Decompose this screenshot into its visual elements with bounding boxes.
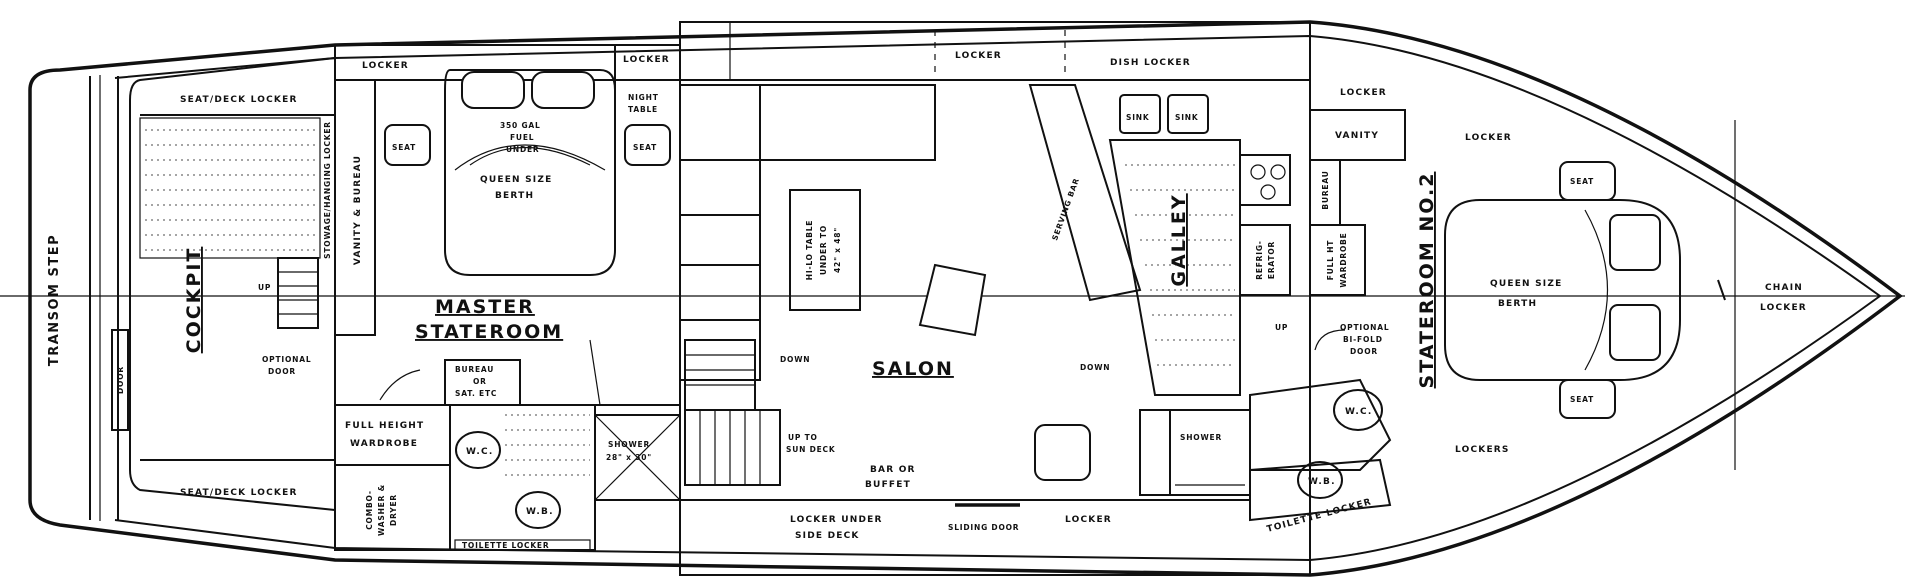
label-full-height-2: WARDROBE [350, 439, 418, 449]
label-combo-3: DRYER [389, 494, 398, 526]
label-full-ht-wardrobe-1: FULL HT [1326, 240, 1335, 280]
label-locker-top: LOCKER [955, 51, 1002, 61]
label-up-fwd: UP [1275, 323, 1288, 332]
label-cockpit: COCKPIT [183, 247, 205, 354]
label-queen-berth-fwd-1: QUEEN SIZE [1490, 279, 1562, 289]
label-full-height-1: FULL HEIGHT [345, 421, 424, 431]
labels: TRANSOM STEP DOOR COCKPIT SEAT/DECK LOCK… [47, 51, 1807, 550]
label-chain-locker-2: LOCKER [1760, 303, 1807, 313]
label-up-to-sundeck-1: UP TO [788, 433, 818, 442]
label-up-cockpit: UP [258, 283, 271, 292]
label-combo-1: COMBO- [365, 490, 374, 530]
label-optional-door-fwd-3: DOOR [1350, 347, 1378, 356]
label-bar-2: BUFFET [865, 480, 911, 490]
label-seat-deck-locker-bottom: SEAT/DECK LOCKER [180, 488, 298, 498]
label-master-stateroom-2: STATEROOM [415, 321, 563, 343]
label-toilette-locker-aft: TOILETTE LOCKER [462, 541, 549, 550]
label-fuel-tank-1: 350 GAL [500, 121, 541, 130]
label-locker-under-2: SIDE DECK [795, 531, 860, 541]
label-bar-1: BAR OR [870, 465, 916, 475]
label-chain-locker-1: CHAIN [1765, 283, 1803, 293]
label-locker-salon-stbd: LOCKER [1065, 515, 1112, 525]
aft-head [334, 404, 681, 551]
label-optional-door-aft-2: DOOR [268, 367, 296, 376]
label-door-aft: DOOR [116, 366, 125, 394]
label-queen-berth-aft-2: BERTH [495, 191, 534, 201]
label-seat-deck-locker-top: SEAT/DECK LOCKER [180, 95, 298, 105]
label-master-stateroom-1: MASTER [435, 296, 535, 318]
label-locker-fwd-2: LOCKER [1465, 133, 1512, 143]
label-bureau-1: BUREAU [455, 365, 494, 374]
label-hi-lo-table-3: 42" x 48" [833, 227, 842, 273]
galley-hatch [1125, 164, 1235, 366]
label-down-1: DOWN [780, 355, 810, 364]
label-salon: SALON [872, 358, 954, 380]
label-up-to-sundeck-2: SUN DECK [786, 445, 836, 454]
label-optional-door-fwd-1: OPTIONAL [1340, 323, 1389, 332]
label-lockers-fwd: LOCKERS [1455, 445, 1510, 455]
label-full-ht-wardrobe-2: WARDROBE [1339, 232, 1348, 287]
label-night-table-1: NIGHT [628, 93, 659, 102]
label-optional-door-aft: OPTIONAL [262, 355, 311, 364]
label-locker-under-1: LOCKER UNDER [790, 515, 883, 525]
label-shower-fwd: SHOWER [1180, 433, 1222, 442]
label-vanity-fwd: VANITY [1335, 131, 1379, 141]
label-locker-master-port: LOCKER [362, 61, 409, 71]
label-galley: GALLEY [1168, 193, 1190, 286]
label-seat-fwd-top: SEAT [1570, 177, 1594, 186]
label-fuel-tank-3: UNDER [506, 145, 540, 154]
label-queen-berth-fwd-2: BERTH [1498, 299, 1537, 309]
label-wc-aft: W.C. [466, 447, 493, 457]
aft-head-hatch [505, 414, 590, 476]
label-sink-left: SINK [1126, 113, 1150, 122]
label-down-2: DOWN [1080, 363, 1110, 372]
label-dish-locker: DISH LOCKER [1110, 58, 1191, 68]
cockpit [111, 56, 336, 512]
label-bureau-3: SAT. ETC [455, 389, 497, 398]
cockpit-hatch [145, 129, 315, 251]
label-optional-door-fwd-2: BI-FOLD [1343, 335, 1383, 344]
label-night-table-2: TABLE [628, 105, 658, 114]
label-vanity-bureau: VANITY & BUREAU [353, 155, 363, 265]
label-stateroom-2: STATEROOM NO.2 [1416, 172, 1438, 389]
label-wb-aft: W.B. [526, 507, 554, 517]
label-locker-master-stbd: LOCKER [623, 55, 670, 65]
label-seat-fwd-bottom: SEAT [1570, 395, 1594, 404]
label-fuel-tank-2: FUEL [510, 133, 534, 142]
label-refrigerator-1: REFRIG- [1255, 240, 1264, 279]
label-bureau-2: OR [473, 377, 487, 386]
label-stowage-hanging-locker: STOWAGE/HANGING LOCKER [323, 121, 332, 259]
label-wc-fwd: W.C. [1345, 407, 1372, 417]
label-transom-step: TRANSOM STEP [47, 234, 62, 366]
label-shower-aft-1: SHOWER [608, 440, 650, 449]
label-queen-berth-aft-1: QUEEN SIZE [480, 175, 552, 185]
forward-stateroom [1249, 109, 1681, 522]
label-seat-master-right: SEAT [633, 143, 657, 152]
label-locker-fwd-top: LOCKER [1340, 88, 1387, 98]
label-combo-2: WASHER & [377, 484, 386, 536]
label-shower-aft-2: 28" x 30" [606, 453, 652, 462]
galley [1028, 84, 1291, 496]
salon [679, 21, 1311, 576]
label-refrigerator-2: ERATOR [1267, 241, 1276, 279]
label-sink-right: SINK [1175, 113, 1199, 122]
master-stateroom [334, 44, 681, 406]
label-bureau-fwd: BUREAU [1321, 170, 1330, 209]
label-wb-fwd: W.B. [1308, 477, 1336, 487]
label-hi-lo-table-1: HI-LO TABLE [805, 220, 814, 280]
label-hi-lo-table-2: UNDER TO [819, 225, 828, 275]
label-sliding-door: SLIDING DOOR [948, 523, 1019, 532]
label-seat-master-left: SEAT [392, 143, 416, 152]
label-serving-bar: SERVING BAR [1050, 177, 1081, 242]
